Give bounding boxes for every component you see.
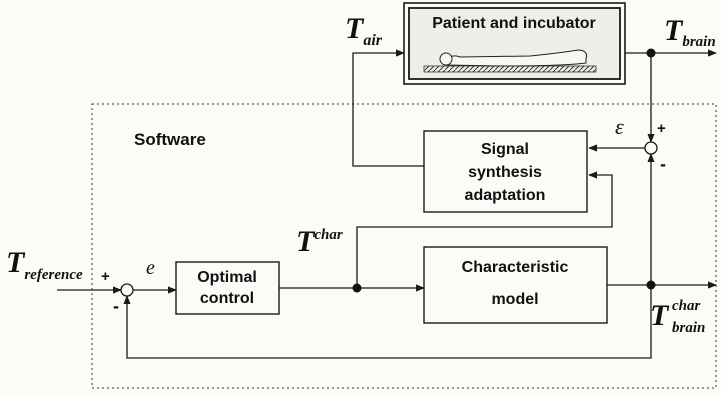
- t-char-label: Tchar: [296, 225, 343, 258]
- patient-block-label: Patient and incubator: [432, 15, 596, 32]
- t-char-branch-dot: [352, 283, 362, 293]
- error-e-label: e: [146, 257, 155, 279]
- epsilon-minus-sign: -: [660, 154, 666, 174]
- feedback-wire: [123, 285, 652, 359]
- optimal-control-block: Optimal control: [175, 261, 280, 315]
- epsilon-plus-sign: +: [657, 120, 666, 137]
- t-air-label: Tair: [345, 12, 383, 49]
- epsilon-label: ε: [615, 114, 624, 139]
- characteristic-block-line-1: Characteristic: [462, 259, 569, 276]
- feedback-minus-sign: -: [113, 296, 119, 316]
- t-brain-char-label-sup: char: [672, 298, 701, 314]
- patient-figure-icon: [423, 49, 597, 73]
- t-reference-label: Treference: [6, 246, 83, 283]
- signal-block-line-3: adaptation: [465, 187, 546, 204]
- tbrain-branch-dot: [646, 48, 656, 58]
- software-region: [91, 103, 717, 389]
- reference-summing-junction: [120, 283, 134, 297]
- reference-plus-sign: +: [101, 268, 110, 285]
- characteristic-block-line-2: model: [491, 291, 538, 308]
- t-char-to-adaptation-wire: [356, 171, 613, 288]
- adaptation-to-tair-wire: [352, 49, 424, 167]
- characteristic-model-block: Characteristic model: [423, 246, 608, 324]
- signal-synthesis-block: Signal synthesis adaptation: [423, 130, 588, 213]
- signal-block-line-1: Signal: [481, 141, 529, 158]
- optimal-block-line-2: control: [200, 290, 254, 307]
- signal-block-line-2: synthesis: [468, 164, 542, 181]
- epsilon-summing-junction: [644, 141, 658, 155]
- model-branch-dot: [646, 280, 656, 290]
- optimal-block-line-1: Optimal: [197, 269, 257, 286]
- t-brain-char-label-main: T: [650, 299, 670, 332]
- software-label: Software: [134, 130, 206, 149]
- t-brain-char-label-sub: brain: [672, 320, 705, 336]
- t-brain-label: Tbrain: [664, 14, 716, 50]
- patient-incubator-block: Patient and incubator: [403, 2, 626, 85]
